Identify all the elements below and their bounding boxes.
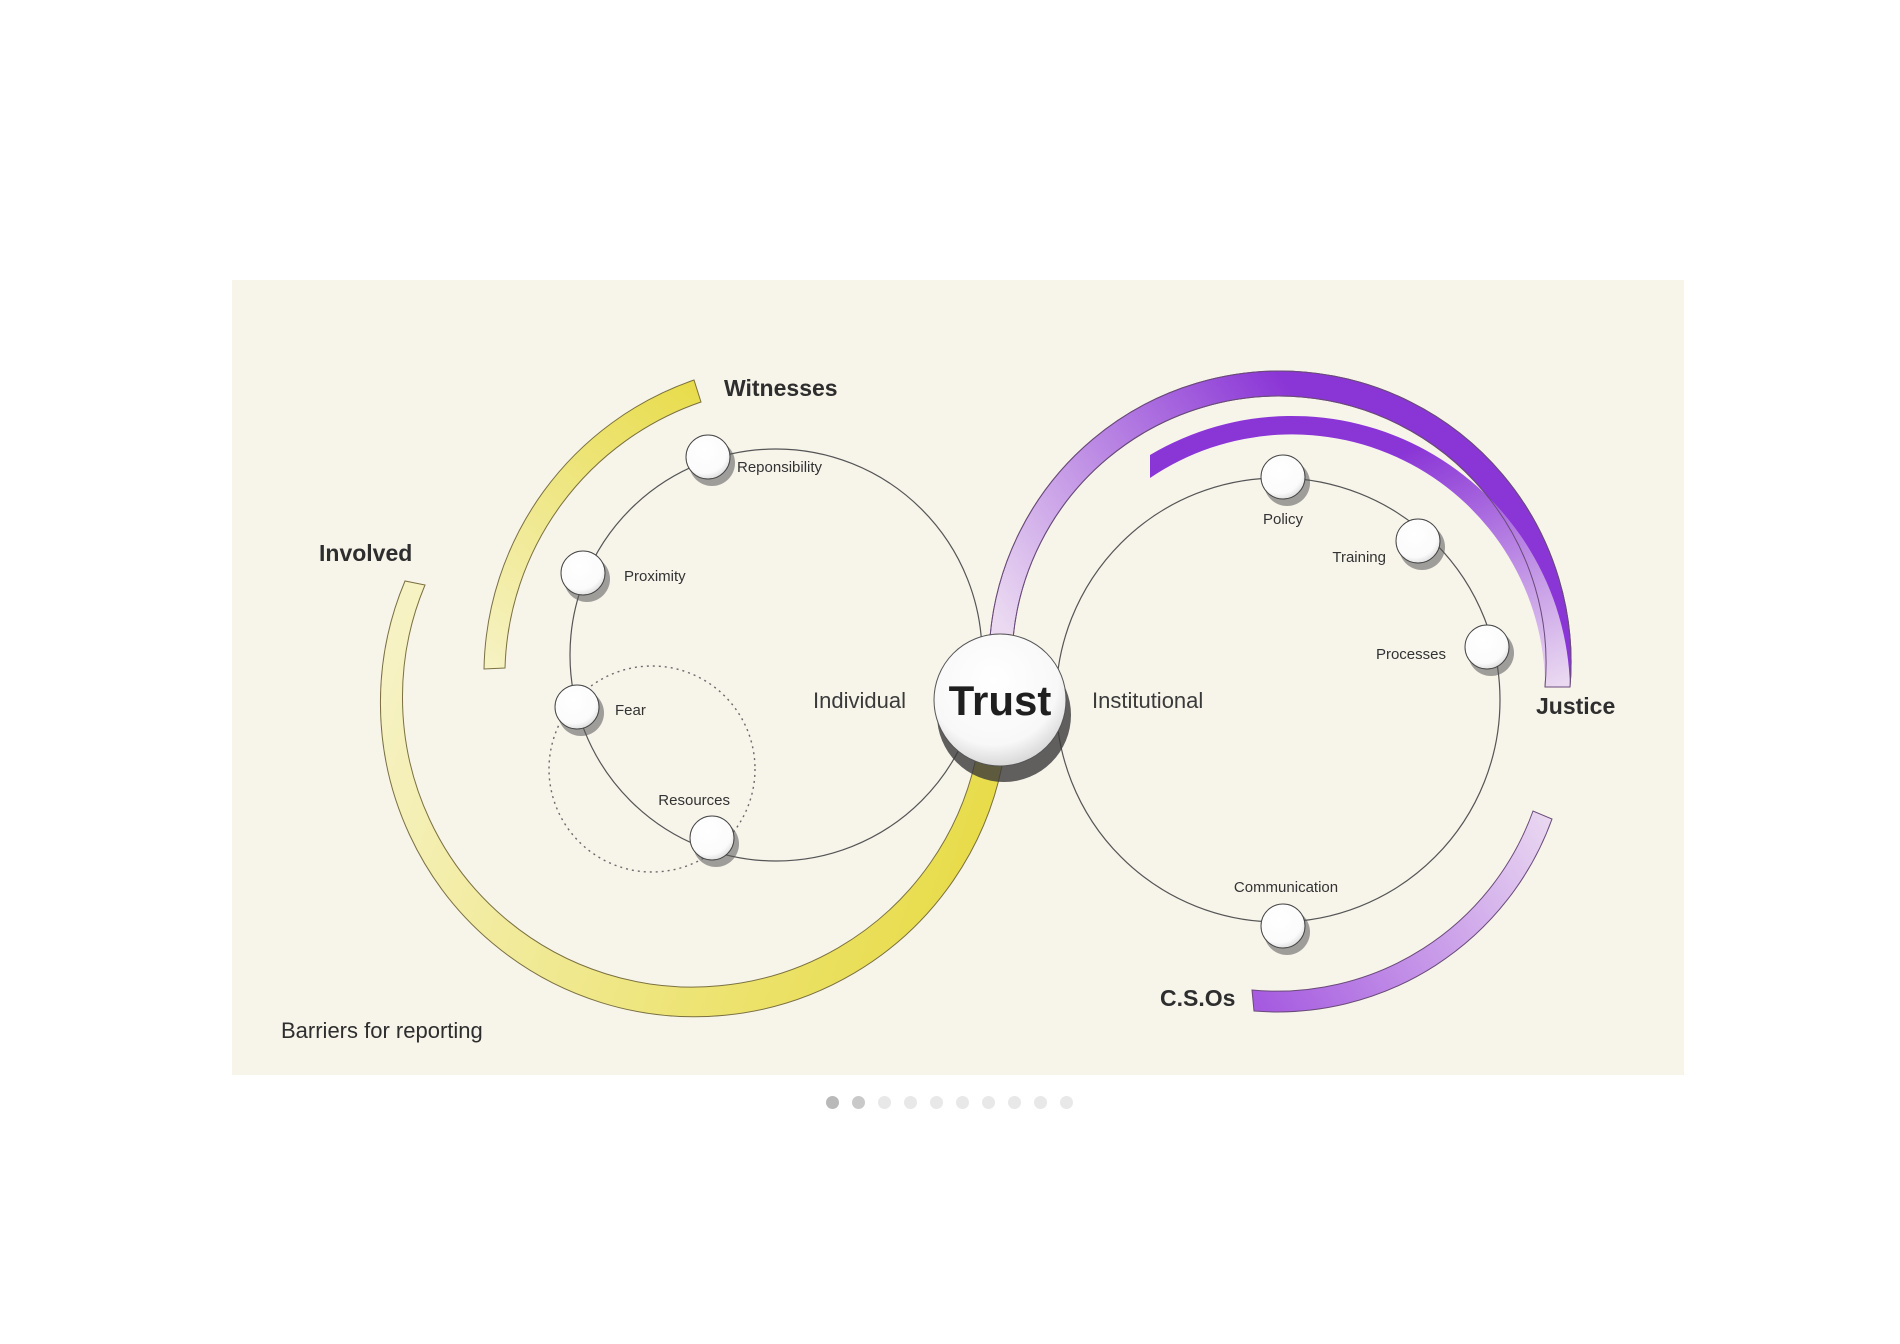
resources-node[interactable] xyxy=(689,815,735,861)
pager-dot[interactable] xyxy=(956,1096,969,1109)
training-label: Training xyxy=(1332,549,1386,566)
witnesses-arc xyxy=(483,379,702,670)
training-node[interactable] xyxy=(1395,518,1441,564)
institutional-label: Institutional xyxy=(1092,688,1203,713)
justice-label: Justice xyxy=(1536,693,1615,719)
processes-node[interactable] xyxy=(1464,624,1510,670)
individual-label: Individual xyxy=(813,688,906,713)
involved-label: Involved xyxy=(319,540,412,566)
pager-dot[interactable] xyxy=(826,1096,839,1109)
pager-dot[interactable] xyxy=(982,1096,995,1109)
responsibility-label: Reponsibility xyxy=(737,459,823,476)
policy-node[interactable] xyxy=(1260,454,1306,500)
pager-dot[interactable] xyxy=(1008,1096,1021,1109)
pager-dot[interactable] xyxy=(1034,1096,1047,1109)
responsibility-node[interactable] xyxy=(685,434,731,480)
pager-dot[interactable] xyxy=(904,1096,917,1109)
processes-label: Processes xyxy=(1376,646,1446,663)
pager-dot[interactable] xyxy=(930,1096,943,1109)
csos-label: C.S.Os xyxy=(1160,985,1235,1011)
communication-node[interactable] xyxy=(1260,903,1306,949)
pager-dot[interactable] xyxy=(852,1096,865,1109)
csos-arc xyxy=(1251,810,1553,1013)
fear-resources-dotted-circle xyxy=(548,665,756,873)
trust-hub[interactable] xyxy=(933,633,1067,767)
caption: Barriers for reporting xyxy=(281,1018,483,1043)
justice-arc-right xyxy=(1150,415,1570,687)
policy-label: Policy xyxy=(1263,511,1304,528)
resources-label: Resources xyxy=(658,792,730,809)
fear-node[interactable] xyxy=(554,684,600,730)
proximity-label: Proximity xyxy=(624,568,686,585)
witnesses-label: Witnesses xyxy=(724,375,838,401)
trust-label: Trust xyxy=(949,677,1052,724)
slide-pager xyxy=(826,1096,1073,1109)
pager-dot[interactable] xyxy=(1060,1096,1073,1109)
fear-label: Fear xyxy=(615,702,646,719)
pager-dot[interactable] xyxy=(878,1096,891,1109)
proximity-node[interactable] xyxy=(560,550,606,596)
communication-label: Communication xyxy=(1234,879,1338,896)
